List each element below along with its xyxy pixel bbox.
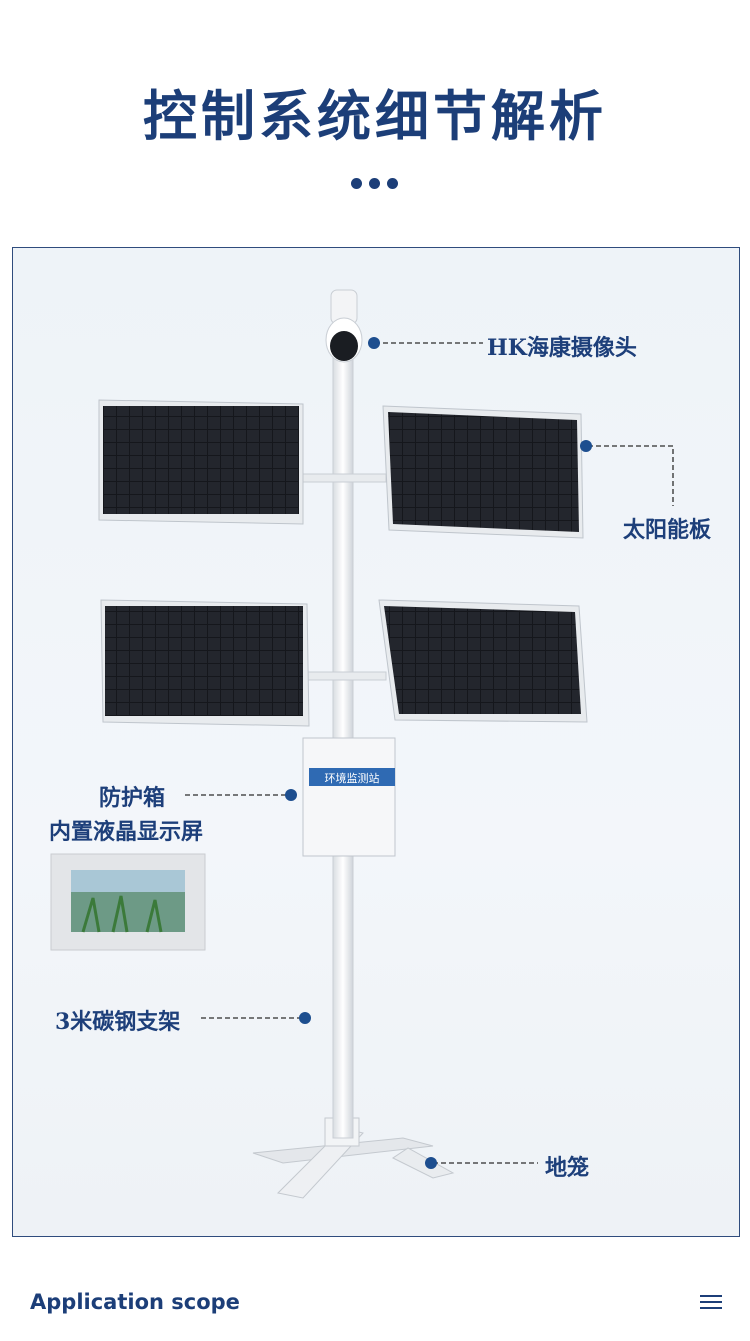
label-support-pole: 3米碳钢支架: [55, 1009, 181, 1035]
label-ground-cage: 地笼: [545, 1155, 590, 1181]
marker-dots: [285, 337, 592, 1169]
solar-panel: [382, 405, 584, 539]
box-banner-text: 环境监测站: [325, 771, 380, 785]
label-protection-box: 防护箱: [99, 785, 166, 811]
label-solar-panel: 太阳能板: [623, 517, 712, 543]
solar-panel: [378, 599, 588, 723]
ellipsis-dots-icon: [351, 178, 398, 189]
dome-camera: [325, 289, 363, 363]
section-title: Application scope: [30, 1290, 240, 1314]
label-camera: HK海康摄像头: [487, 335, 637, 361]
hamburger-menu-icon[interactable]: [700, 1295, 722, 1311]
solar-panel: [100, 599, 310, 727]
station-illustration: 环境监测站: [50, 289, 674, 1199]
lcd-display-photo: [50, 853, 206, 951]
leader-lines: [185, 342, 674, 1164]
solar-panel: [98, 399, 304, 525]
label-lcd-display: 内置液晶显示屏: [49, 819, 204, 845]
page-title: 控制系统细节解析: [143, 85, 607, 148]
device-illustration-panel: 环境监测站 HK海康摄像头 太阳能板 防护箱 内置液晶显示屏 3米碳钢支架 地笼: [12, 247, 740, 1237]
protection-box: [302, 737, 396, 857]
